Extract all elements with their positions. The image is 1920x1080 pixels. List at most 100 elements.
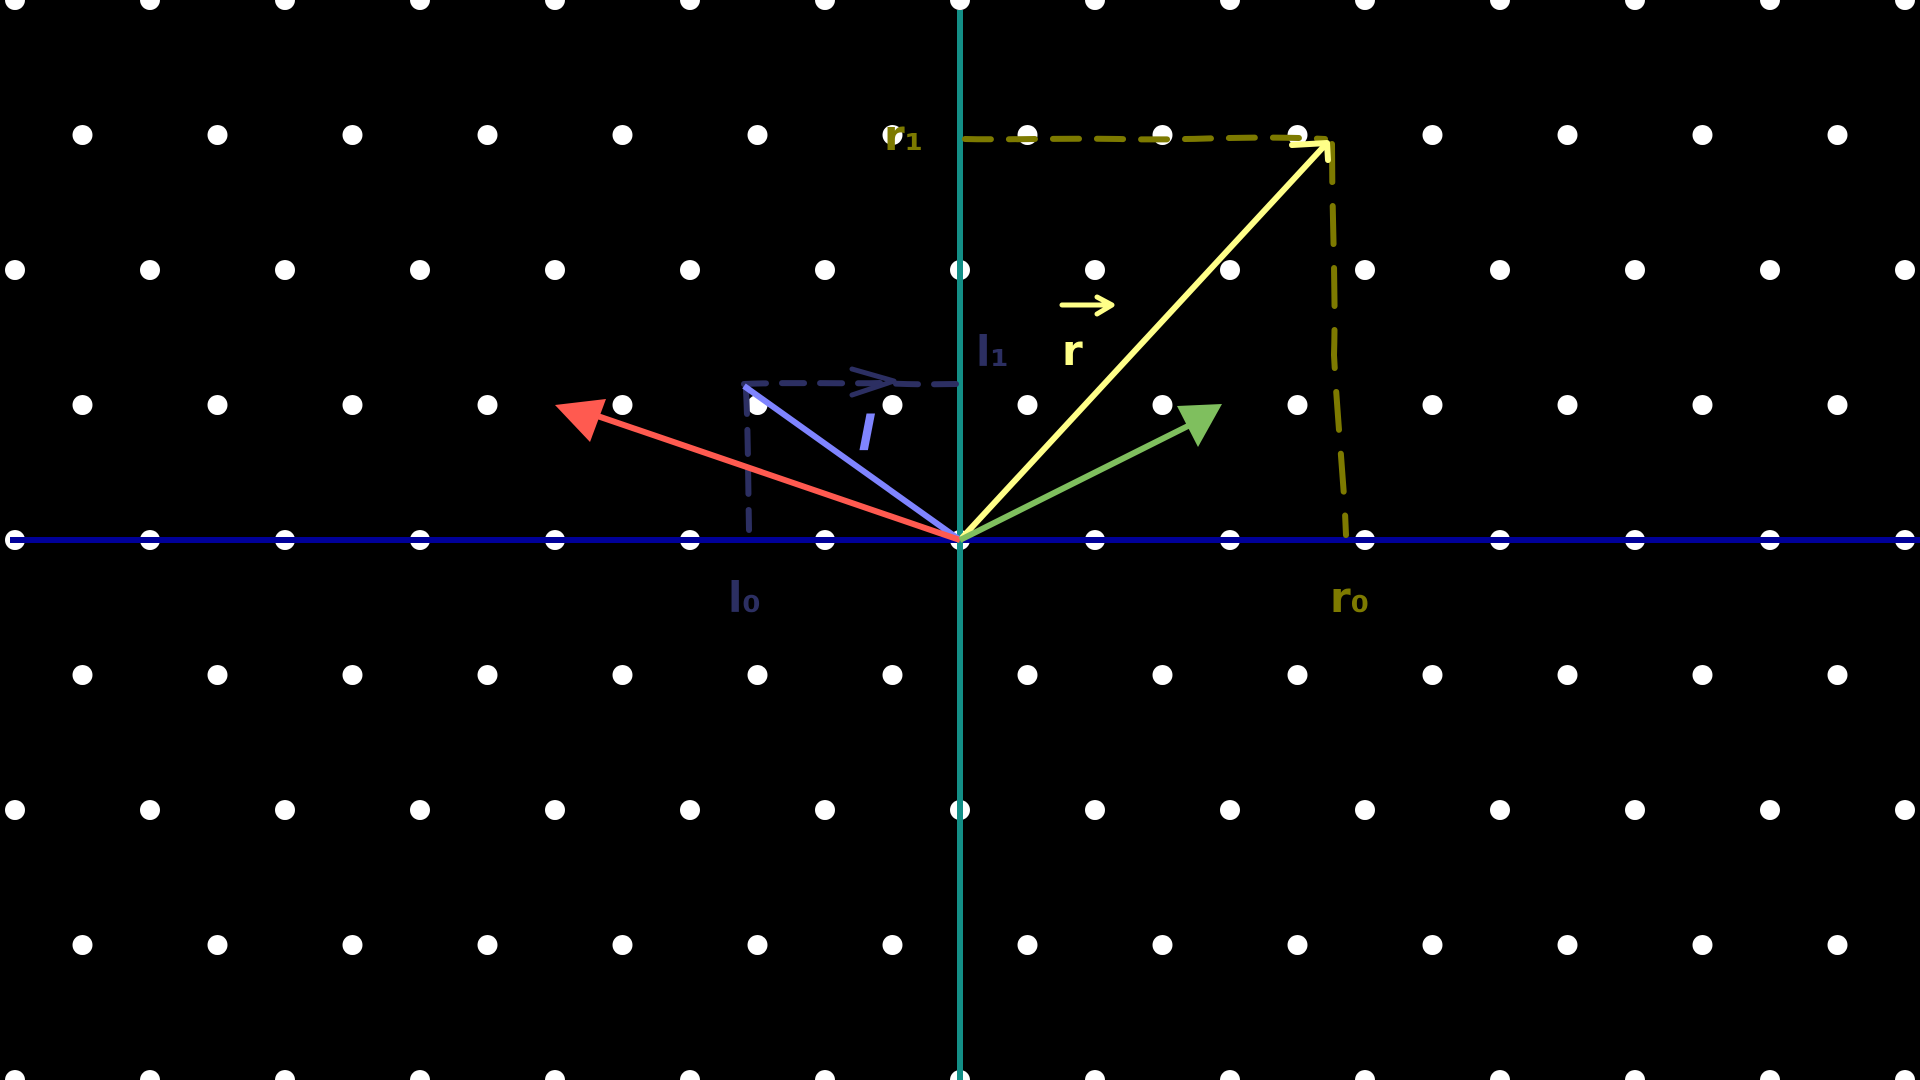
lattice-point [612,395,633,415]
lattice-point [882,395,903,415]
vector-l [742,383,962,543]
lattice-point [545,260,565,280]
lattice-point [342,665,363,685]
lattice-point [680,0,700,10]
lattice-point [72,395,93,415]
lattice-point [1895,0,1915,10]
lattice-point [1827,395,1848,415]
lattice-point [1490,1070,1510,1080]
l1-guide-arrowhead [849,366,897,398]
lattice-point [1625,260,1645,280]
lattice-point [612,665,633,685]
lattice-point [545,800,565,820]
lattice-point [1152,395,1173,415]
lattice-point [5,800,25,820]
lattice-point [1490,800,1510,820]
lattice-point [1760,1070,1780,1080]
lattice-point [1490,260,1510,280]
vector-r [957,140,1330,543]
lattice-point [882,665,903,685]
lattice-point [882,935,903,955]
lattice-point [140,800,160,820]
lattice-point [410,1070,430,1080]
label-l: l [858,406,875,462]
lattice-point [1220,0,1240,10]
r1-guide-line [962,134,1328,143]
lattice-point [1152,935,1173,955]
lattice-point [1355,800,1375,820]
lattice-point [275,1070,295,1080]
lattice-point [1422,395,1443,415]
lattice-point [747,125,768,145]
vector-green [958,422,1192,543]
lattice-point [1827,665,1848,685]
lattice-point [410,260,430,280]
lattice-point [612,125,633,145]
lattice-point [1422,935,1443,955]
lattice-point [342,395,363,415]
lattice-point [275,260,295,280]
label-r-overbar [1059,294,1115,317]
lattice-point [1692,935,1713,955]
lattice-point [1625,800,1645,820]
lattice-point [1355,1070,1375,1080]
lattice-point [5,0,25,10]
lattice-point [275,800,295,820]
lattice-point [207,935,228,955]
lattice-point [1422,665,1443,685]
lattice-point [1895,800,1915,820]
lattice-point [1422,125,1443,145]
lattice-point [747,665,768,685]
lattice-point [747,935,768,955]
lattice-point [1085,0,1105,10]
lattice-point [140,260,160,280]
lattice-point [1287,395,1308,415]
lattice-point [1085,260,1105,280]
lattice-point [1490,0,1510,10]
lattice-point [815,0,835,10]
lattice-point [1287,935,1308,955]
lattice-point [1895,260,1915,280]
lattice-point [72,665,93,685]
lattice-point [477,665,498,685]
lattice-point [1355,260,1375,280]
lattice-point [1692,125,1713,145]
label-l0: l₀ [728,573,761,622]
lattice-point [1017,935,1038,955]
lattice-point [1152,665,1173,685]
vector-red-arrowhead [555,399,606,442]
vector-green-arrowhead [1177,404,1222,447]
lattice-point [140,1070,160,1080]
lattice-point [207,395,228,415]
lattice-point [207,125,228,145]
lattice-point [1557,395,1578,415]
lattice-point [72,935,93,955]
lattice-point [612,935,633,955]
label-r: r [1062,326,1083,375]
lattice-point [1760,0,1780,10]
lattice-point [477,395,498,415]
lattice-point [1017,395,1038,415]
lattice-point [1625,1070,1645,1080]
r0-guide-line [1329,141,1349,538]
lattice-point [1085,800,1105,820]
lattice-point [1692,395,1713,415]
lattice-point [1085,1070,1105,1080]
vector-r-arrowhead [1289,140,1331,163]
lattice-point [1557,935,1578,955]
vector-red [579,407,961,543]
lattice-point [1895,1070,1915,1080]
lattice-point [410,800,430,820]
lattice-point [882,125,903,145]
lattice-point [950,0,970,10]
lattice-point [1220,800,1240,820]
lattice-point [545,0,565,10]
lattice-point [410,0,430,10]
lattice-point [815,1070,835,1080]
lattice-point [275,0,295,10]
lattice-point [140,0,160,10]
lattice-point [342,935,363,955]
lattice-point [680,800,700,820]
